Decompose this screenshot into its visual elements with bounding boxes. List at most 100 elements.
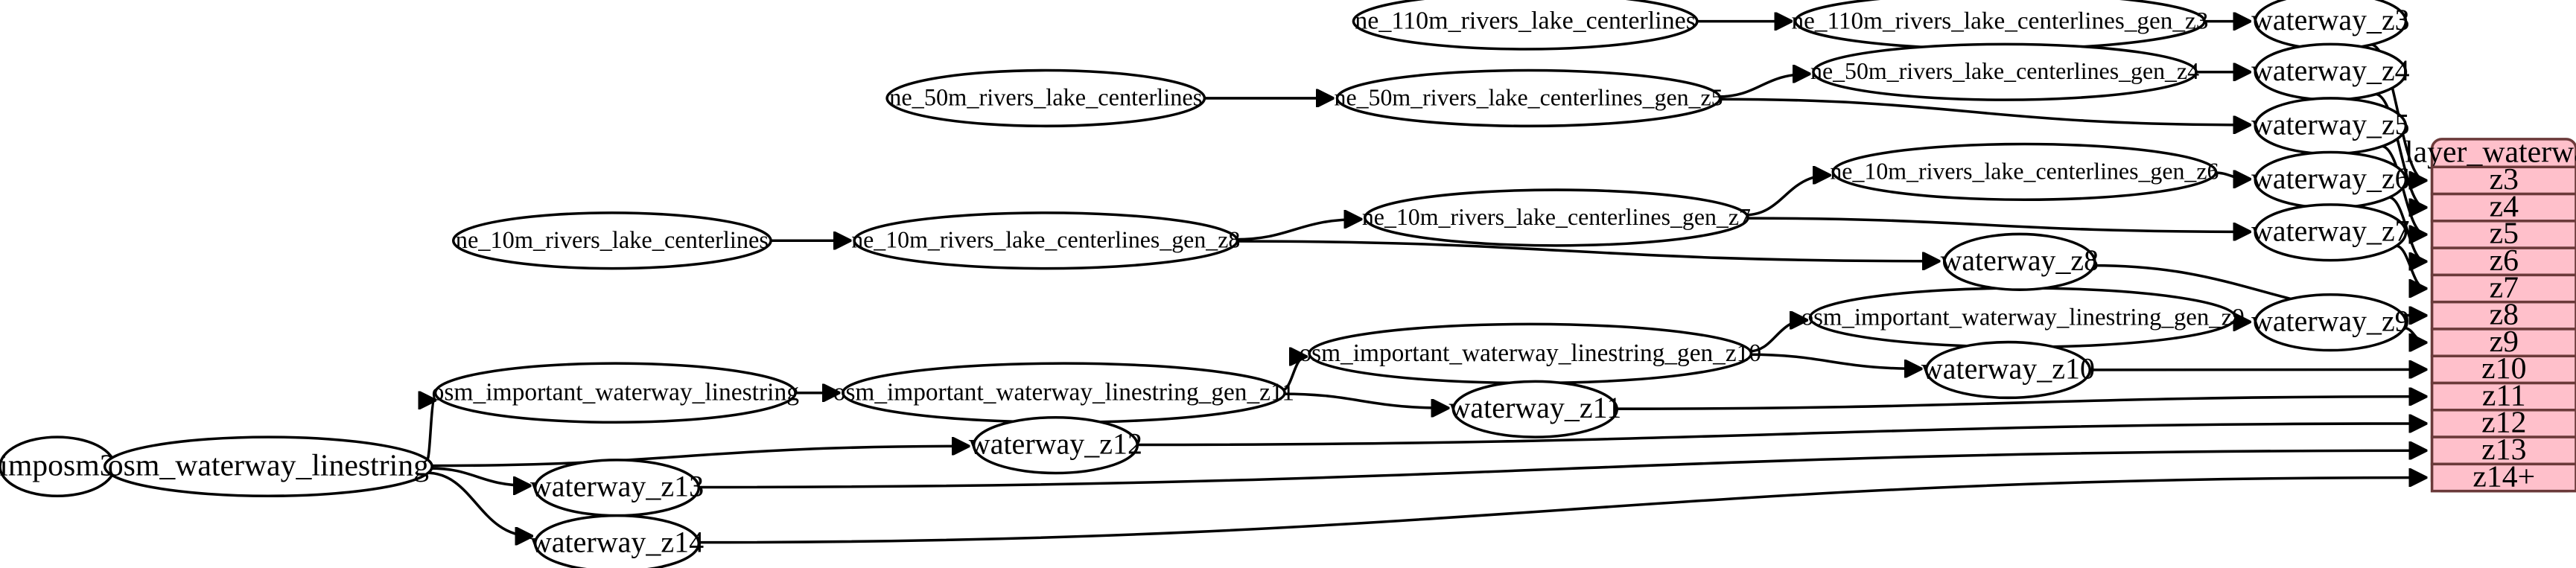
node-label-ne_10m_rivers_lake_centerlines: ne_10m_rivers_lake_centerlines [456,226,769,253]
layer-waterway-table: layer_waterwayz3z4z5z6z7z8z9z10z11z12z13… [2405,135,2576,494]
node-label-waterway_z5: waterway_z5 [2251,108,2409,141]
node-label-ne_10m_rivers_lake_centerlines_gen_z6: ne_10m_rivers_lake_centerlines_gen_z6 [1830,158,2219,184]
node-shape-ne_10m_rivers_lake_centerlines [451,211,772,270]
node-ne_10m_rivers_lake_centerlines_gen_z7[interactable]: ne_10m_rivers_lake_centerlines_gen_z7 [1362,188,1751,247]
node-ne_110m_rivers_lake_centerlines_gen_z3[interactable]: ne_110m_rivers_lake_centerlines_gen_z3 [1791,0,2208,51]
edge-waterway_z5-to-layer_waterway-z5 [2381,144,2426,234]
node-shape-ne_50m_rivers_lake_centerlines [885,68,1206,128]
layer-waterway-table-group: layer_waterwayz3z4z5z6z7z8z9z10z11z12z13… [2405,135,2576,494]
node-label-waterway_z4: waterway_z4 [2251,54,2409,87]
table-row-label-z4: z4 [2490,189,2519,223]
node-waterway_z13[interactable]: waterway_z13 [530,459,704,517]
edge-waterway_z7-to-layer_waterway-z7 [2395,244,2426,288]
node-waterway_z3[interactable]: waterway_z3 [2251,0,2410,51]
node-ne_50m_rivers_lake_centerlines[interactable]: ne_50m_rivers_lake_centerlines [885,68,1206,128]
table-row-label-z9: z9 [2490,325,2519,359]
node-ne_10m_rivers_lake_centerlines_gen_z8[interactable]: ne_10m_rivers_lake_centerlines_gen_z8 [851,211,1240,270]
node-label-ne_110m_rivers_lake_centerlines_gen_z3: ne_110m_rivers_lake_centerlines_gen_z3 [1791,7,2208,34]
node-waterway_z7[interactable]: waterway_z7 [2251,203,2410,262]
node-osm_important_waterway_linestring_gen_z10[interactable]: osm_important_waterway_linestring_gen_z1… [1299,322,1761,385]
node-label-ne_10m_rivers_lake_centerlines_gen_z8: ne_10m_rivers_lake_centerlines_gen_z8 [851,227,1240,253]
table-header-label: layer_waterway [2405,135,2576,169]
table-row-z12[interactable] [2430,409,2576,438]
edge-waterway_z6-to-layer_waterway-z6 [2388,196,2425,261]
node-osm_important_waterway_linestring_gen_z9[interactable]: osm_important_waterway_linestring_gen_z9 [1801,287,2245,348]
edge-waterway_z13-to-layer_waterway-z13 [698,450,2426,489]
node-shape-waterway_z12 [972,415,1139,475]
table-row-label-z12: z12 [2481,406,2526,440]
edge-waterway_z12-to-layer_waterway-z12 [1136,424,2426,447]
node-shape-waterway_z14 [533,514,701,568]
table-row-z8[interactable] [2430,300,2576,331]
edge-ne_50m_rivers_lake_centerlines_gen_z5-to-ne_50m_rivers_lake_centerlines_gen_z4 [1717,74,1809,98]
edge-waterway_z10-to-layer_waterway-z10 [2089,369,2426,370]
node-waterway_z14[interactable]: waterway_z14 [530,514,704,568]
edge-osm_important_waterway_linestring_gen_z10-to-waterway_z10 [1749,353,1921,368]
node-shape-waterway_z7 [2254,203,2408,262]
node-label-osm_important_waterway_linestring_gen_z11: osm_important_waterway_linestring_gen_z1… [833,379,1294,406]
table-row-z9[interactable] [2430,328,2576,358]
node-shape-waterway_z10 [1924,340,2092,400]
edge-ne_50m_rivers_lake_centerlines_gen_z5-to-waterway_z5 [1717,98,2250,125]
node-waterway_z4[interactable]: waterway_z4 [2251,42,2410,101]
edge-waterway_z9-to-layer_waterway-z9 [2403,326,2426,342]
edge-waterway_z4-to-layer_waterway-z4 [2374,92,2425,207]
node-waterway_z8[interactable]: waterway_z8 [1941,232,2099,291]
table-row-z5[interactable] [2430,220,2576,249]
table-row-label-z8: z8 [2490,298,2519,332]
node-ne_110m_rivers_lake_centerlines[interactable]: ne_110m_rivers_lake_centerlines [1352,0,1699,51]
node-label-waterway_z6: waterway_z6 [2251,162,2409,195]
node-shape-ne_10m_rivers_lake_centerlines_gen_z6 [1831,142,2218,202]
edge-ne_10m_rivers_lake_centerlines_gen_z6-to-waterway_z6 [2213,173,2250,179]
edges-layer [100,22,2426,543]
node-osm_important_waterway_linestring[interactable]: osm_important_waterway_linestring [432,362,800,424]
edge-ne_10m_rivers_lake_centerlines_gen_z8-to-waterway_z8 [1235,240,1939,261]
node-label-waterway_z8: waterway_z8 [1941,243,2099,277]
node-waterway_z10[interactable]: waterway_z10 [1921,340,2095,400]
edge-osm_waterway_linestring-to-waterway_z13 [430,467,530,485]
node-osm_important_waterway_linestring_gen_z11[interactable]: osm_important_waterway_linestring_gen_z1… [833,362,1294,424]
edge-osm_important_waterway_linestring_gen_z10-to-osm_important_waterway_linestring_gen_z9 [1748,320,1807,353]
table-row-label-z13: z13 [2481,433,2526,467]
node-imposm3[interactable]: imposm3 [0,435,116,497]
node-label-osm_important_waterway_linestring_gen_z10: osm_important_waterway_linestring_gen_z1… [1299,339,1761,367]
table-row-label-z10: z10 [2481,351,2526,386]
node-ne_10m_rivers_lake_centerlines_gen_z6[interactable]: ne_10m_rivers_lake_centerlines_gen_z6 [1830,142,2219,202]
node-ne_10m_rivers_lake_centerlines[interactable]: ne_10m_rivers_lake_centerlines [451,211,772,270]
table-row-label-z3: z3 [2490,162,2519,197]
table-row-label-z7: z7 [2490,270,2519,304]
table-row-z10[interactable] [2430,354,2576,385]
table-row-z6[interactable] [2430,246,2576,277]
node-label-ne_50m_rivers_lake_centerlines: ne_50m_rivers_lake_centerlines [889,84,1202,111]
node-label-osm_important_waterway_linestring_gen_z9: osm_important_waterway_linestring_gen_z9 [1801,304,2245,331]
node-shape-ne_10m_rivers_lake_centerlines_gen_z7 [1364,188,1749,247]
node-label-osm_important_waterway_linestring: osm_important_waterway_linestring [432,379,800,406]
node-waterway_z6[interactable]: waterway_z6 [2251,150,2410,210]
node-shape-osm_important_waterway_linestring [433,362,797,424]
node-label-ne_10m_rivers_lake_centerlines_gen_z7: ne_10m_rivers_lake_centerlines_gen_z7 [1362,204,1751,230]
table-row-label-z6: z6 [2490,243,2519,278]
node-waterway_z12[interactable]: waterway_z12 [969,415,1142,475]
node-ne_50m_rivers_lake_centerlines_gen_z4[interactable]: ne_50m_rivers_lake_centerlines_gen_z4 [1810,42,2199,101]
node-label-waterway_z9: waterway_z9 [2251,304,2409,338]
node-waterway_z11[interactable]: waterway_z11 [1448,380,1621,438]
node-osm_waterway_linestring[interactable]: osm_waterway_linestring [103,435,433,498]
edge-waterway_z14-to-layer_waterway-z14+ [698,478,2426,544]
node-shape-waterway_z8 [1942,232,2096,291]
edge-ne_10m_rivers_lake_centerlines_gen_z7-to-waterway_z7 [1746,217,2249,232]
node-label-imposm3: imposm3 [0,448,115,482]
node-waterway_z5[interactable]: waterway_z5 [2251,97,2410,156]
node-label-waterway_z14: waterway_z14 [530,525,704,558]
node-waterway_z9[interactable]: waterway_z9 [2251,293,2410,352]
node-label-osm_waterway_linestring: osm_waterway_linestring [108,448,429,482]
node-ne_50m_rivers_lake_centerlines_gen_z5[interactable]: ne_50m_rivers_lake_centerlines_gen_z5 [1335,68,1723,128]
edge-osm_important_waterway_linestring_gen_z11-to-waterway_z11 [1282,392,1448,408]
node-label-waterway_z12: waterway_z12 [969,427,1142,460]
table-row-z14+[interactable] [2430,462,2576,493]
edge-waterway_z11-to-layer_waterway-z11 [1616,397,2426,410]
node-label-ne_50m_rivers_lake_centerlines_gen_z5: ne_50m_rivers_lake_centerlines_gen_z5 [1335,84,1723,110]
node-shape-ne_50m_rivers_lake_centerlines_gen_z5 [1335,68,1722,128]
